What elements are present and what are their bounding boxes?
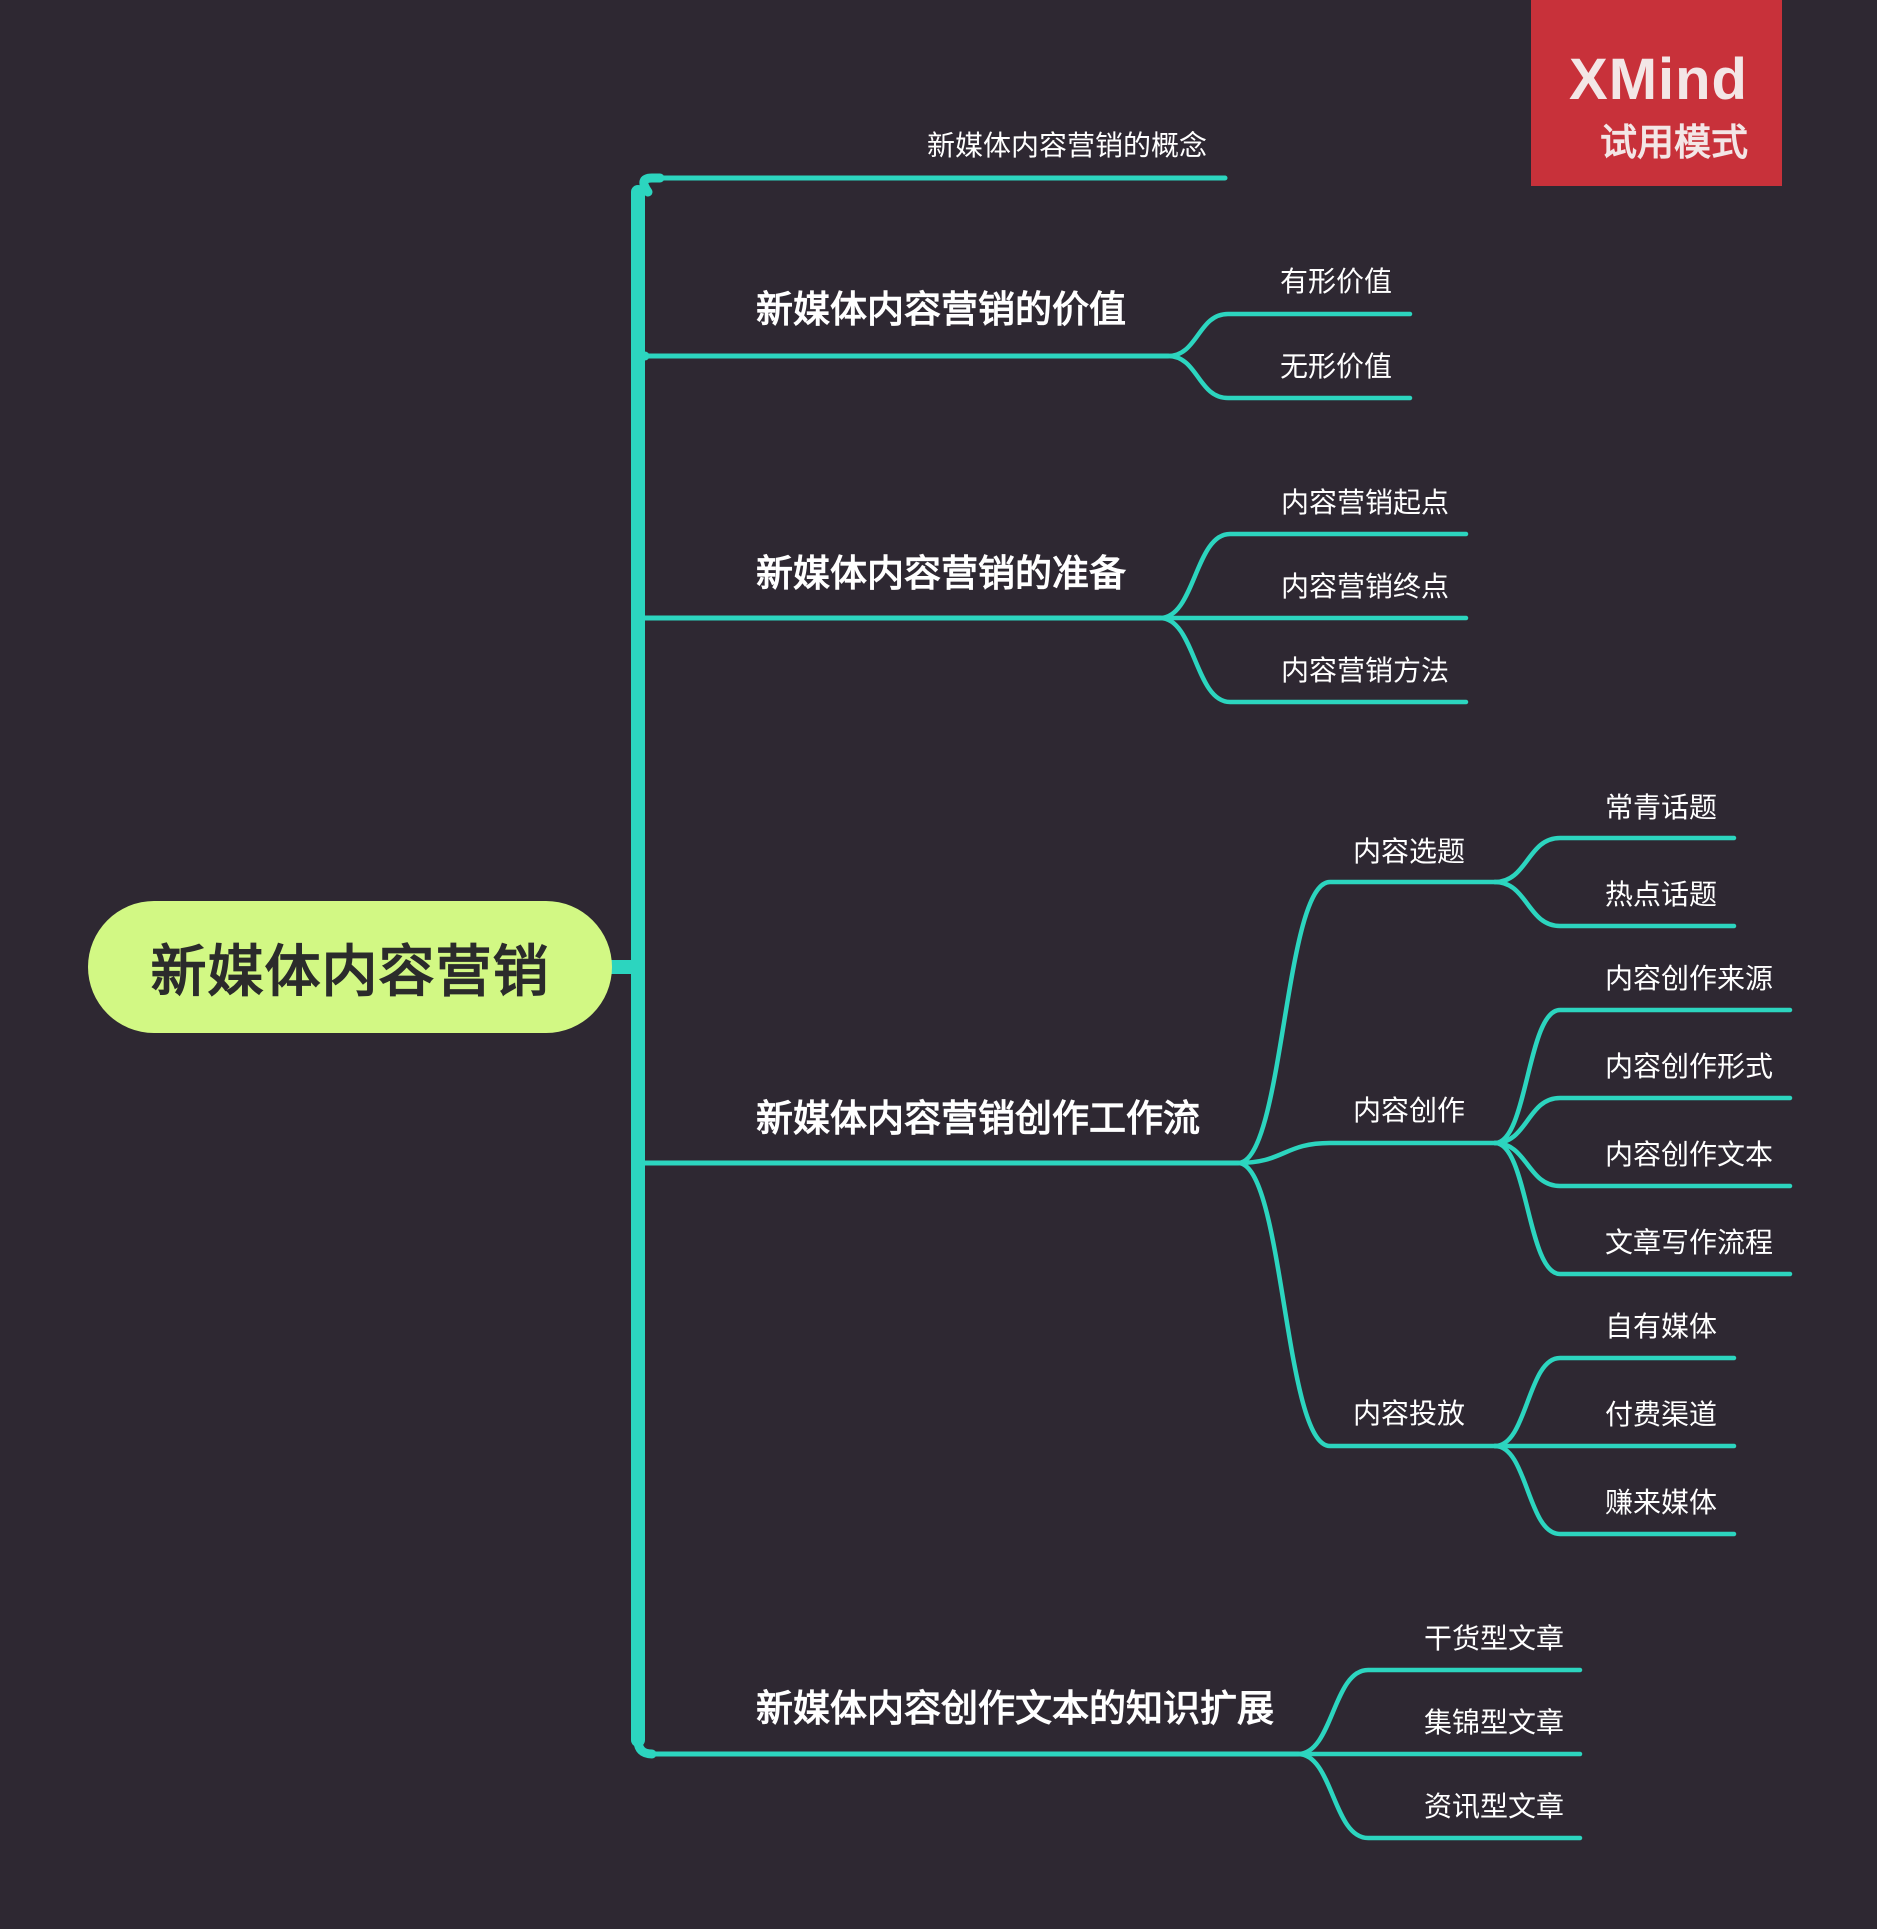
edge-evergreen-topic [1492, 835, 1737, 885]
leaf-writing-process[interactable]: 文章写作流程 [1605, 1226, 1774, 1259]
edge-hot-topic [1492, 879, 1737, 929]
edge-start-point [1157, 531, 1469, 621]
edge-creation-form [1492, 1095, 1793, 1146]
edge-content-creation [1235, 1140, 1498, 1166]
subtopic-content-creation[interactable]: 内容创作 [1353, 1094, 1466, 1127]
edge-creation-text [1492, 1140, 1793, 1189]
edge-creation-source [1492, 1007, 1793, 1146]
branch-preparation[interactable]: 新媒体内容营销的准备 [756, 552, 1126, 595]
subtopic-news-article[interactable]: 资讯型文章 [1424, 1790, 1565, 1823]
branch-concept[interactable]: 新媒体内容营销的概念 [927, 129, 1208, 162]
leaf-creation-form[interactable]: 内容创作形式 [1605, 1050, 1774, 1083]
leaf-owned-media[interactable]: 自有媒体 [1605, 1310, 1718, 1343]
edge-practical-article [1295, 1667, 1583, 1757]
edge-tangible-value [1165, 311, 1413, 359]
subtopic-topic-selection[interactable]: 内容选题 [1353, 835, 1466, 868]
edge-content-delivery [1235, 1160, 1498, 1449]
watermark-brand: XMind [1569, 47, 1748, 112]
leaf-hot-topic[interactable]: 热点话题 [1605, 878, 1718, 911]
watermark-mode: 试用模式 [1600, 121, 1748, 164]
subtopic-start-point[interactable]: 内容营销起点 [1281, 486, 1450, 519]
leaf-evergreen-topic[interactable]: 常青话题 [1605, 791, 1718, 824]
leaf-paid-channel[interactable]: 付费渠道 [1605, 1398, 1718, 1431]
branch-value[interactable]: 新媒体内容营销的价值 [756, 288, 1126, 331]
edge-earned-media [1492, 1443, 1737, 1537]
leaf-creation-source[interactable]: 内容创作来源 [1605, 962, 1774, 995]
root-topic[interactable]: 新媒体内容营销 [88, 901, 612, 1033]
subtopic-tangible-value[interactable]: 有形价值 [1280, 265, 1393, 298]
subtopic-intangible-value[interactable]: 无形价值 [1280, 350, 1393, 383]
root-topic-label: 新媒体内容营销 [150, 939, 550, 1005]
edge-intangible-value [1165, 353, 1413, 401]
edge-topic-selection [1235, 879, 1498, 1166]
subtopic-collection-article[interactable]: 集锦型文章 [1424, 1706, 1565, 1739]
leaf-earned-media[interactable]: 赚来媒体 [1605, 1486, 1718, 1519]
branch-workflow[interactable]: 新媒体内容营销创作工作流 [756, 1097, 1200, 1140]
branch-knowledge-extension[interactable]: 新媒体内容创作文本的知识扩展 [756, 1687, 1274, 1730]
edge-owned-media [1492, 1355, 1737, 1449]
subtopic-method[interactable]: 内容营销方法 [1281, 654, 1450, 687]
edge-method [1157, 615, 1469, 705]
trial-watermark-badge: XMind 试用模式 [1531, 0, 1782, 186]
subtopic-content-delivery[interactable]: 内容投放 [1353, 1397, 1466, 1430]
edge-news-article [1295, 1751, 1583, 1841]
leaf-creation-text[interactable]: 内容创作文本 [1605, 1138, 1774, 1171]
subtopic-end-point[interactable]: 内容营销终点 [1281, 570, 1450, 603]
subtopic-practical-article[interactable]: 干货型文章 [1424, 1622, 1565, 1655]
edge-writing-process [1492, 1140, 1793, 1277]
